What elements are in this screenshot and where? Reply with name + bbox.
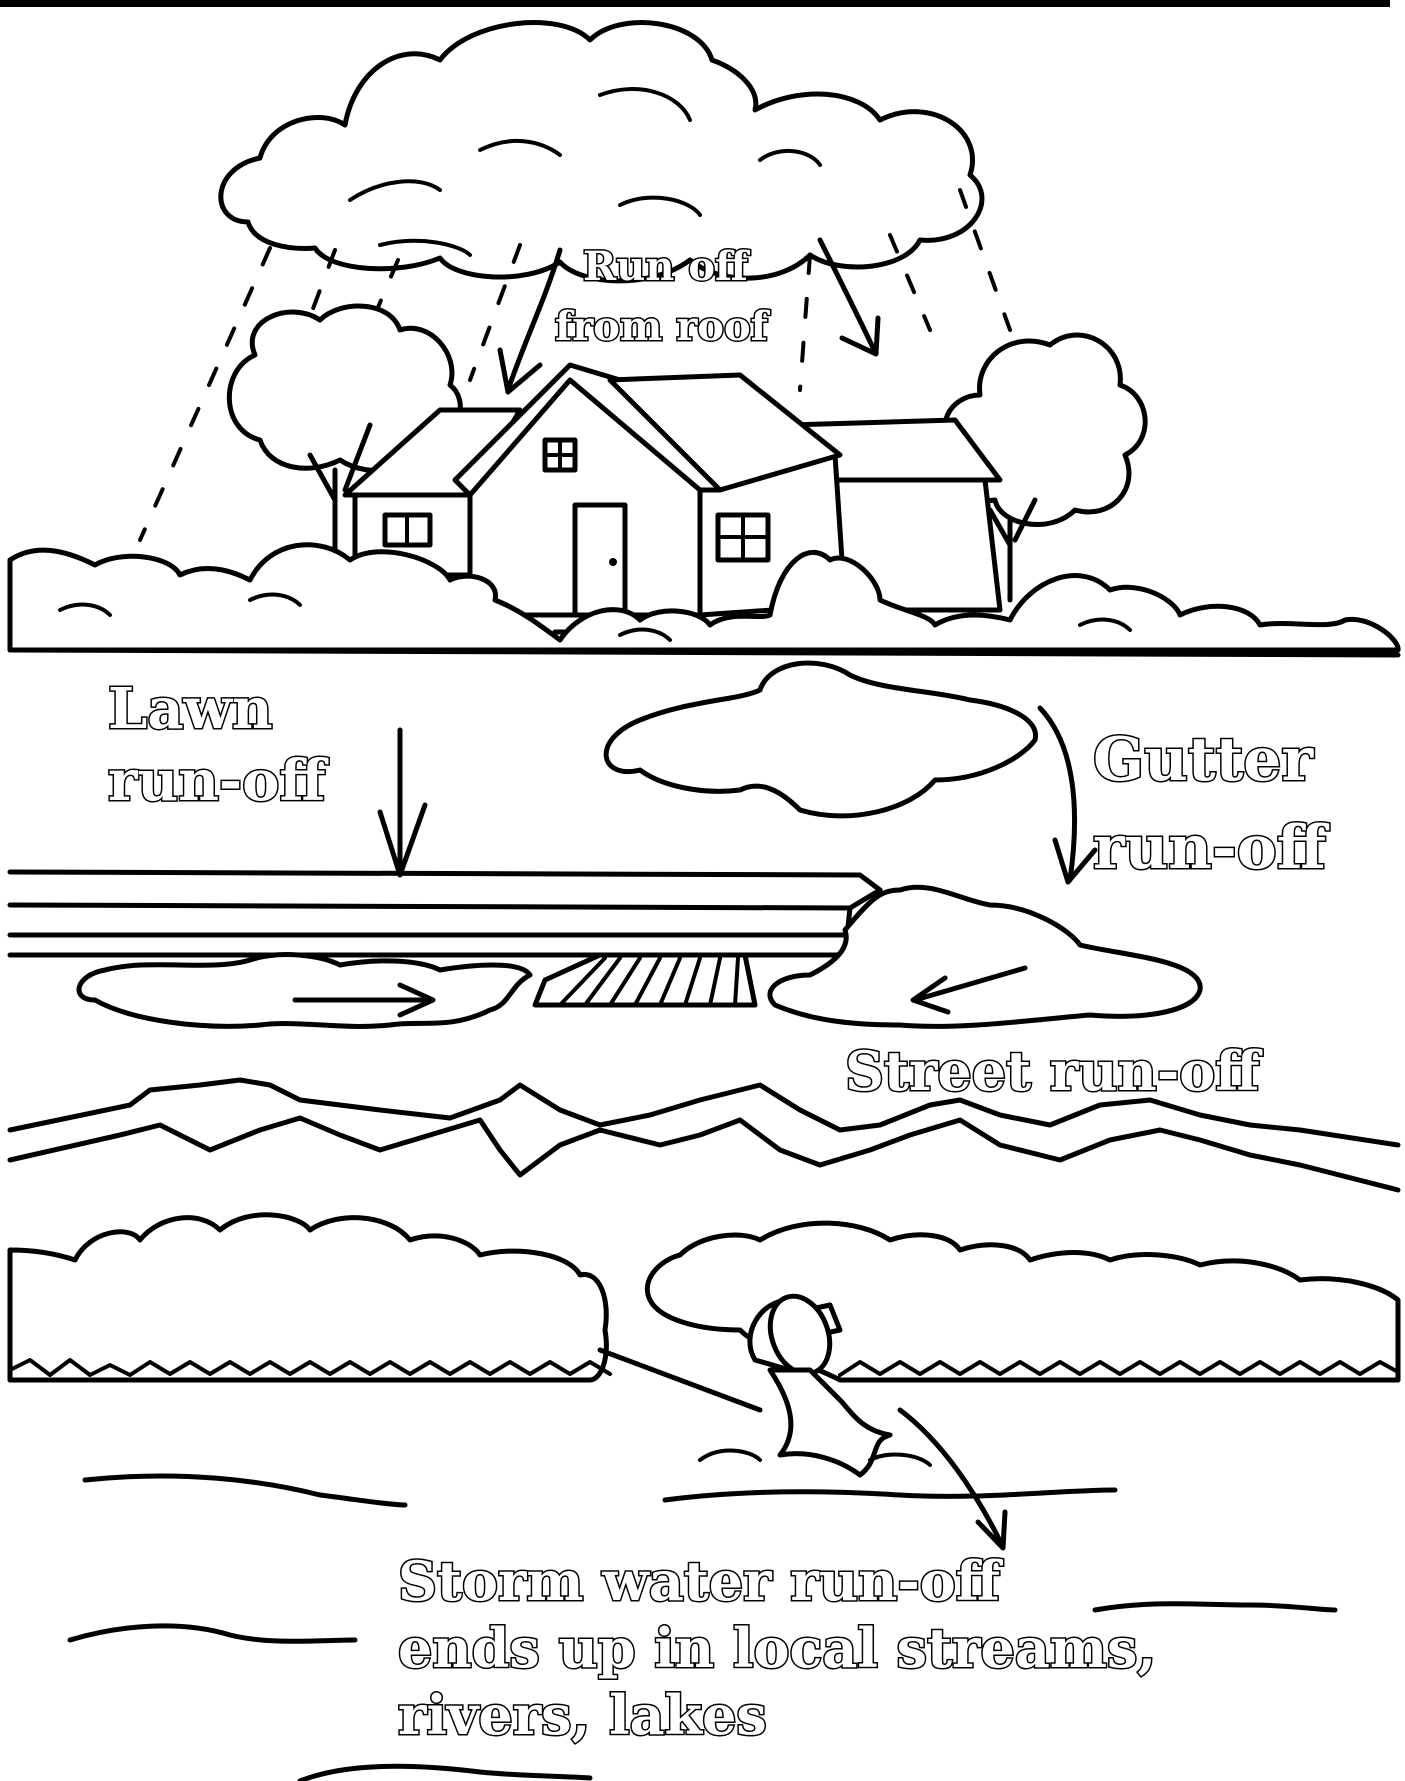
lawn-label-line1: Lawn xyxy=(108,676,273,742)
storm-drain-grate xyxy=(535,955,755,1005)
roof-label-line2: from roof xyxy=(555,303,771,350)
zigzag-line-2 xyxy=(10,1118,1398,1190)
gutter-label-line1: Gutter xyxy=(1093,725,1314,795)
street-label: Street run-off xyxy=(845,1039,1263,1103)
storm-label-line2: ends up in local streams, xyxy=(398,1616,1156,1680)
lawn-puddle xyxy=(606,663,1035,816)
storm-label-line3: rivers, lakes xyxy=(398,1683,767,1747)
roof-label-line1: Run off xyxy=(583,243,750,290)
gutter-label-line2: run-off xyxy=(1093,813,1330,883)
riverbank-bushes-left xyxy=(10,1215,606,1380)
outfall-arrow xyxy=(900,1410,1005,1548)
storm-label-line1: Storm water run-off xyxy=(398,1549,1004,1613)
curb xyxy=(10,872,880,955)
door-knob xyxy=(609,558,617,566)
gutter-arrow xyxy=(1040,708,1095,882)
lawn-label-line2: run-off xyxy=(108,748,329,814)
street-puddle-left xyxy=(79,955,530,1027)
house-front-door xyxy=(575,505,625,615)
lawn-arrow xyxy=(380,730,425,875)
